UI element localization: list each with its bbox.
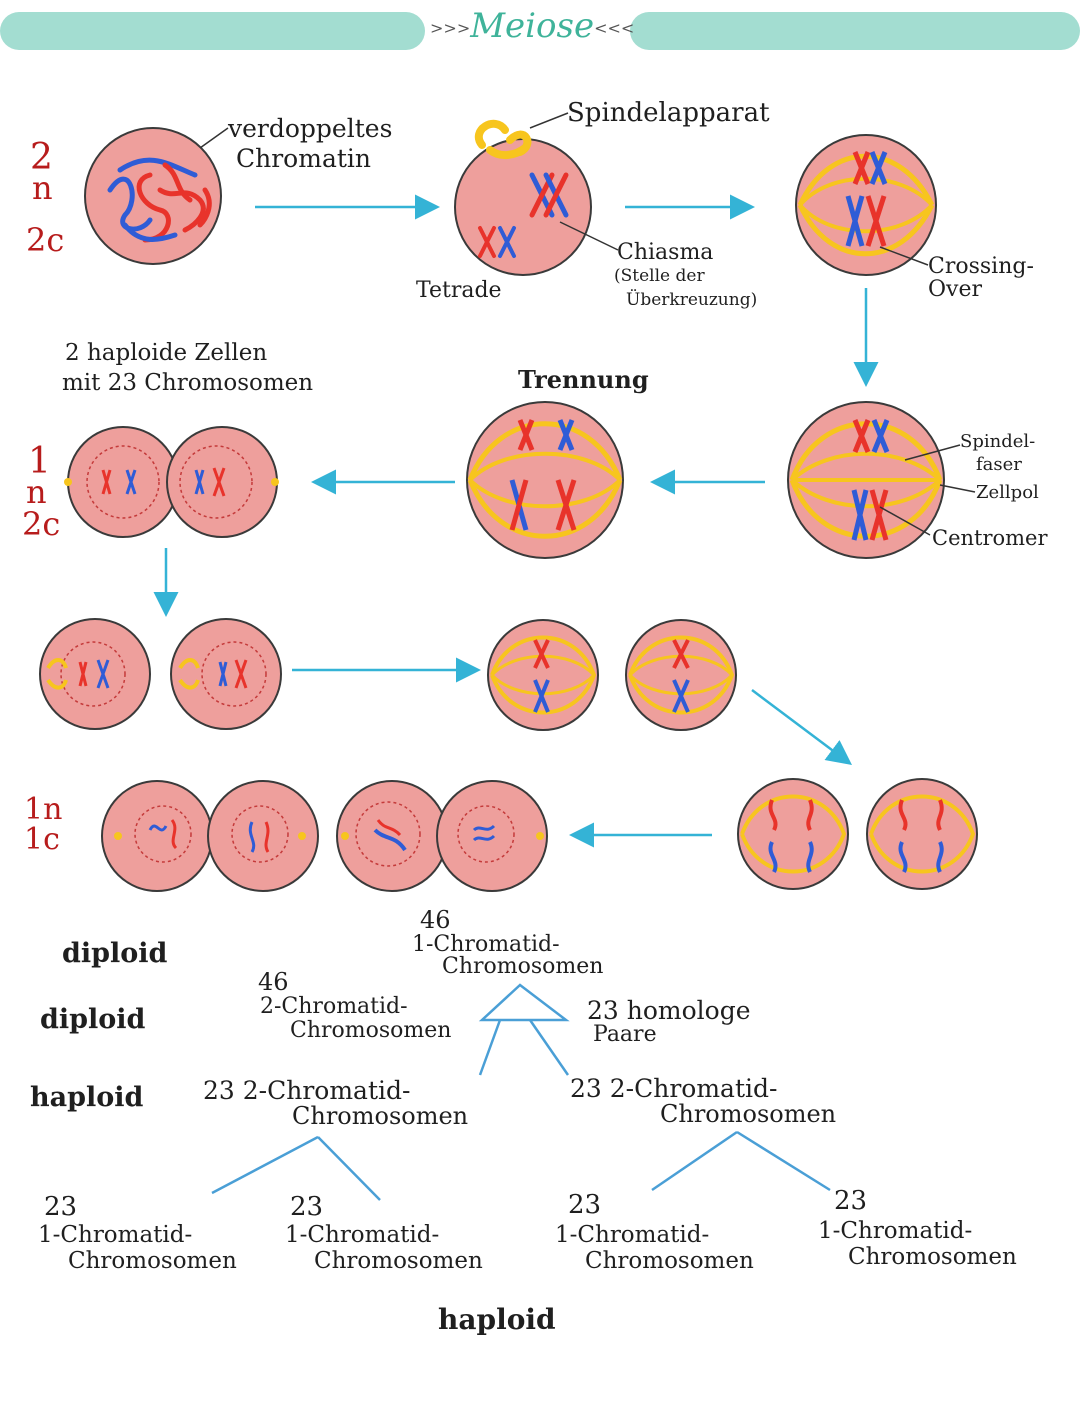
ploidy-row2-c: 2c [22,505,61,543]
ploidy-row4-c: 1c [24,822,60,857]
tree-l2-right-line1: 23 2-Chromatid- [570,1074,778,1103]
cell-anaphase-2 [737,778,978,890]
tree-leaf3-line1: 1-Chromatid- [555,1222,710,1248]
cell-metaphase-1b [787,401,945,559]
tetrade-top [529,172,569,218]
tree-leaf2-number: 23 [290,1192,324,1222]
title-chevrons-left: >>> [430,18,471,38]
tree-leaf2-line1: 1-Chromatid- [285,1222,440,1248]
header-banner [0,12,1080,50]
label-chiasma-sub2: Überkreuzung) [626,290,758,310]
label-centromer: Centromer [932,526,1048,550]
tetrade-bottom [478,226,516,258]
label-spindel: Spindel- [960,431,1036,452]
cell-telophase-1 [64,426,279,538]
tree-mid-line2: Chromosomen [290,1018,452,1043]
label-spindelapparat: Spindelapparat [567,98,770,128]
chromosome-tree [211,983,831,1201]
tree-leaf4-line1: 1-Chromatid- [818,1218,973,1244]
tree-left-diploid-1: diploid [62,938,168,969]
label-haploide-line2: mit 23 Chromosomen [62,370,314,396]
ploidy-row1-n-number: 2 [30,137,53,178]
cell-prophase [454,119,592,276]
cell-metaphase-2 [487,619,737,731]
tree-mid-number: 46 [258,968,289,996]
tree-bottom-haploid: haploid [438,1303,556,1336]
tree-leaf4-line2: Chromosomen [848,1244,1017,1270]
tree-leaf4-number: 23 [834,1186,868,1216]
tree-leaf1-number: 23 [44,1192,78,1222]
label-faser: faser [976,454,1022,475]
cell-prophase-2 [39,618,282,730]
tree-top-line1: 1-Chromatid- [412,932,560,957]
title-chevrons-right: <<< [594,18,635,38]
label-chromatin: Chromatin [236,144,371,173]
label-chiasma-sub1: (Stelle der [614,266,705,286]
tree-mid-line1: 2-Chromatid- [260,994,408,1019]
title-text: Meiose [470,6,595,46]
tree-homologe-line1: 23 homologe [587,996,751,1025]
label-crossing: Crossing- [928,254,1034,279]
ploidy-row1-c: 2c [26,221,65,259]
tree-leaf1-line2: Chromosomen [68,1248,237,1274]
label-chiasma: Chiasma [617,240,714,265]
arrow-8 [751,689,852,765]
cell-interphase [84,127,222,265]
tree-leaf3-line2: Chromosomen [585,1248,754,1274]
tree-leaf3-number: 23 [568,1190,602,1220]
cell-telophase-2 [101,780,548,892]
label-trennung: Trennung [518,365,649,394]
label-verdoppeltes: verdoppeltes [228,114,393,143]
ploidy-row2-n-number: 1 [28,441,51,482]
label-tetrade: Tetrade [416,278,502,303]
label-haploide-line1: 2 haploide Zellen [65,340,268,366]
tree-left-haploid: haploid [30,1082,144,1113]
tree-top-number: 46 [420,906,451,934]
cell-metaphase-1 [795,134,937,276]
ploidy-row2-n-letter: n [26,473,47,511]
ploidy-row4-n: 1n [24,792,63,827]
tree-top-line2: Chromosomen [442,954,604,979]
tree-left-diploid-2: diploid [40,1004,146,1035]
tree-homologe-line2: Paare [593,1022,657,1047]
tree-l2-left-line1: 23 2-Chromatid- [203,1076,411,1105]
tree-l2-left-line2: Chromosomen [292,1102,469,1130]
ploidy-row1-n-letter: n [32,169,53,207]
cell-anaphase-1 [466,401,624,559]
tree-leaf1-line1: 1-Chromatid- [38,1222,193,1248]
label-zellpol: Zellpol [976,482,1039,503]
tree-l2-right-line2: Chromosomen [660,1100,837,1128]
label-over: Over [928,277,983,302]
page-title: >>>Meiose<<< [430,6,634,46]
tree-leaf2-line2: Chromosomen [314,1248,483,1274]
